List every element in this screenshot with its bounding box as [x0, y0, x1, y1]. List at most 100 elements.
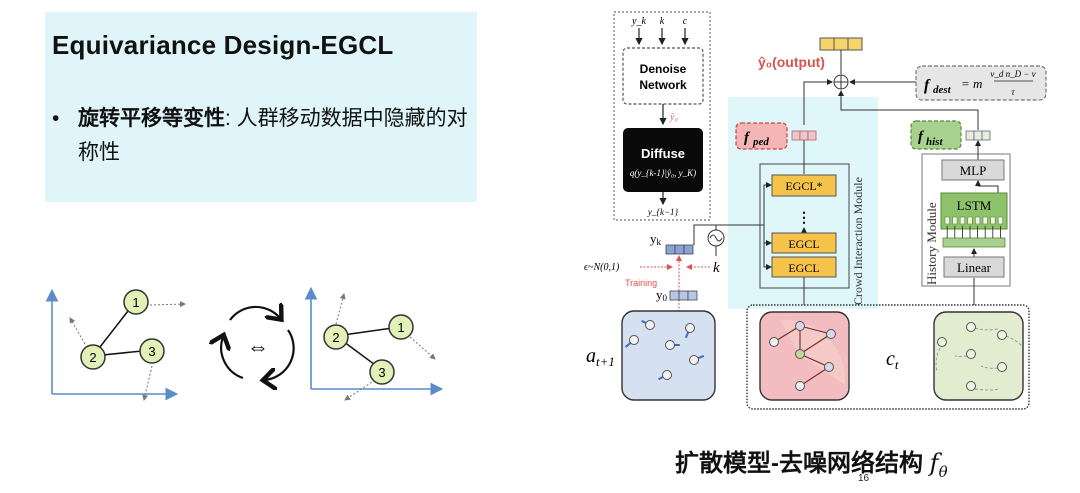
svg-text:Denoise: Denoise	[640, 62, 687, 76]
svg-text:f: f	[924, 77, 931, 94]
graph-edge	[799, 333, 832, 355]
egcl-block-1: EGCL	[771, 256, 837, 278]
node-3: 3	[139, 338, 165, 364]
linear-output-vector	[942, 237, 1006, 248]
lstm-cell	[997, 216, 1004, 225]
agent-node	[689, 355, 699, 365]
timestep-embedding-icon	[707, 225, 725, 256]
hist-feature-vector	[965, 130, 991, 141]
bullet-marker: •	[52, 107, 60, 130]
y0-vector	[669, 290, 698, 301]
equivariance-illustration: 1 2 3 ⇔ 1 2 3	[45, 286, 444, 401]
svg-text:τ: τ	[1011, 87, 1015, 97]
input-k: k	[660, 16, 665, 27]
graph-edge	[799, 353, 830, 368]
svg-text:2: 2	[89, 350, 96, 365]
k-label: k	[713, 260, 720, 276]
output-label: ŷ₀(output)	[758, 54, 825, 70]
svg-text:LSTM: LSTM	[957, 198, 992, 213]
egcl-star-block: EGCL*	[771, 174, 837, 197]
pedestrian-node	[997, 330, 1007, 340]
linear-block: Linear	[943, 256, 1005, 278]
node-3: 3	[369, 359, 395, 385]
egcl-block-2: EGCL	[771, 232, 837, 254]
history-trajectory-panel	[933, 311, 1024, 401]
trajectory-trail	[954, 355, 968, 357]
node-1: 1	[123, 289, 149, 315]
training-label: Training	[625, 278, 657, 288]
equivalence-icon: ⇔	[247, 334, 269, 359]
trajectory-trail	[1005, 335, 1023, 347]
context-container	[746, 304, 1030, 410]
svg-text:3: 3	[148, 344, 155, 359]
svg-text:v_d n_D − v: v_d n_D − v	[990, 69, 1035, 79]
denoise-process: y_k k c Denoise Network ŷ₀ Diffuse q(y_{…	[613, 11, 711, 221]
svg-text:q(y_{k-1}|ŷ₀, y_K): q(y_{k-1}|ŷ₀, y_K)	[630, 168, 696, 178]
a-label: at+1	[586, 345, 615, 369]
svg-text:= m: = m	[961, 76, 982, 91]
trajectory-trail	[935, 347, 941, 373]
agent-node	[629, 335, 639, 345]
graph-edge	[773, 325, 801, 343]
slide-title: Equivariance Design-EGCL	[52, 30, 394, 60]
bullet-rest-text: : 人群移动数据中隐藏的对称性	[78, 107, 468, 164]
lstm-cells	[944, 216, 1004, 225]
lstm-cell	[959, 216, 966, 225]
crowd-interaction-module-label: Crowd Interaction Module	[851, 177, 865, 305]
svg-text:ped: ped	[752, 136, 769, 148]
agent-node	[645, 320, 655, 330]
lstm-cell	[967, 216, 973, 225]
graph-node	[795, 349, 805, 359]
svg-text:f: f	[744, 130, 751, 146]
bullet-bold-text: 旋转平移等变性	[78, 107, 225, 130]
bullet-text: 旋转平移等变性: 人群移动数据中隐藏的对称性	[78, 102, 478, 170]
graph-node	[795, 381, 805, 391]
f-theta-symbol: fθ	[929, 449, 948, 481]
right-plot: 1 2 3	[304, 286, 444, 401]
node-2: 2	[323, 324, 349, 350]
agent-node	[665, 340, 675, 350]
input-yk: y_k	[631, 16, 646, 27]
pedestrian-node	[966, 322, 976, 332]
svg-text:dest: dest	[933, 84, 952, 96]
yk-label: yk	[650, 231, 662, 247]
history-module-label: History Module	[924, 202, 939, 285]
y0-hat-label: ŷ₀	[669, 112, 678, 123]
svg-text:f: f	[918, 129, 925, 145]
title-background	[45, 12, 477, 202]
svg-text:Diffuse: Diffuse	[641, 146, 685, 161]
lstm-block: LSTM	[940, 192, 1008, 230]
noise-label: ϵ~N(0,1)	[584, 262, 620, 273]
sum-node	[833, 74, 849, 90]
graph-node	[769, 337, 779, 347]
node-1: 1	[388, 314, 414, 340]
f-ped-box: f ped	[735, 122, 788, 150]
left-plot: 1 2 3	[45, 288, 186, 401]
lstm-cell	[975, 216, 981, 225]
svg-text:Network: Network	[639, 78, 687, 92]
svg-text:Linear: Linear	[957, 260, 992, 275]
svg-text:1: 1	[132, 295, 139, 310]
graph-edge	[799, 325, 832, 335]
mlp-block: MLP	[941, 159, 1005, 181]
diffuse-box	[623, 128, 703, 192]
figure-caption: 扩散模型-去噪网络结构 fθ	[675, 449, 948, 481]
ped-feature-vector	[791, 130, 817, 141]
denoise-network-box	[622, 47, 704, 105]
pedestrian-node	[966, 349, 976, 359]
svg-text:MLP: MLP	[960, 163, 987, 178]
output-vector	[819, 37, 863, 51]
svg-text:EGCL*: EGCL*	[785, 179, 822, 193]
trajectory-trail	[980, 365, 999, 369]
agent-node	[685, 323, 695, 333]
c-label: ct	[886, 348, 899, 372]
y0-label: y0	[656, 287, 668, 303]
graph-node	[824, 362, 834, 372]
rotation-cycle-icon: ⇔	[221, 307, 295, 380]
graph-edge	[799, 366, 830, 387]
y-k-minus-1-label: y_{k−1}	[647, 207, 679, 217]
svg-text:2: 2	[332, 330, 339, 345]
trajectory-trail	[974, 327, 999, 331]
ellipsis: ⋮	[797, 211, 811, 226]
svg-text:3: 3	[378, 365, 385, 380]
